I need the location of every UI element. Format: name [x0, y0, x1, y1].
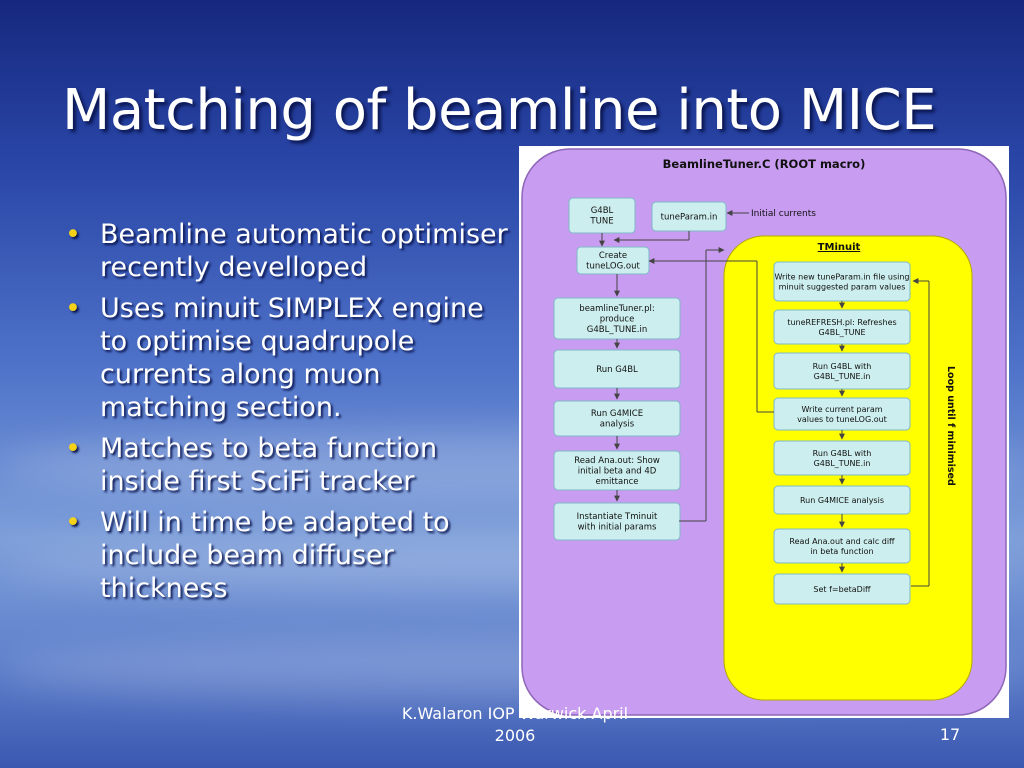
- footer-author: K.Walaron IOP Warwick April 2006: [370, 703, 660, 747]
- footer-author-line2: 2006: [494, 726, 536, 745]
- slide-title: Matching of beamline into MICE: [62, 78, 937, 143]
- bullet-text: Will in time be adapted to include beam …: [100, 507, 450, 604]
- flow-box-text: emittance: [595, 477, 638, 487]
- bullet-text: Beamline automatic optimiser recently de…: [100, 219, 508, 283]
- flow-box-text: Run G4BL with: [813, 362, 872, 371]
- bullet-list: • Beamline automatic optimiser recently d…: [62, 218, 512, 613]
- flow-box-text: tuneParam.in: [661, 212, 718, 222]
- flow-box-text: Create: [599, 251, 627, 261]
- bullet-dot-icon: •: [65, 219, 81, 250]
- bullet-item: • Uses minuit SIMPLEX engine to optimise …: [62, 292, 512, 424]
- flowchart-svg: BeamlineTuner.C (ROOT macro) TMinuit Loo…: [521, 148, 1007, 716]
- diagram-title: BeamlineTuner.C (ROOT macro): [663, 157, 866, 171]
- bullet-item: • Matches to beta function inside first S…: [62, 432, 512, 498]
- flow-box-text: Write new tuneParam.in file using: [774, 272, 909, 281]
- flow-box-rect: [773, 573, 911, 605]
- bullet-dot-icon: •: [65, 507, 81, 538]
- flow-box-text: Run G4MICE analysis: [800, 496, 884, 505]
- bullet-dot-icon: •: [65, 433, 81, 464]
- tminuit-label: TMinuit: [818, 242, 861, 253]
- flow-box-text: G4BL_TUNE.in: [587, 325, 647, 335]
- flow-box-text: initial beta and 4D: [578, 466, 657, 476]
- flow-box-text: Run G4BL: [596, 365, 638, 375]
- flow-box-text: Set f=betaDiff: [813, 585, 871, 594]
- bullet-text: Matches to beta function inside first Sc…: [100, 433, 438, 497]
- flow-box-text: Run G4BL with: [813, 449, 872, 458]
- flow-box-text: Instantiate Tminuit: [577, 512, 658, 522]
- flow-box-text: produce: [600, 314, 635, 324]
- flow-box-text: minuit suggested param values: [779, 282, 906, 291]
- footer-author-line1: K.Walaron IOP Warwick April: [401, 704, 629, 723]
- bullet-item: • Will in time be adapted to include beam…: [62, 506, 512, 605]
- flow-box-text: with initial params: [578, 523, 657, 533]
- bullet-dot-icon: •: [65, 293, 81, 324]
- tminuit-flow-group: Write new tuneParam.in file usingminuit …: [773, 261, 911, 605]
- flow-box-text: beamlineTuner.pl:: [579, 304, 654, 314]
- bullet-item: • Beamline automatic optimiser recently d…: [62, 218, 512, 284]
- flow-box-tuneparam-in: tuneParam.in: [651, 201, 727, 232]
- flow-box-text: in beta function: [810, 547, 873, 556]
- flow-box-text: G4BL_TUNE.in: [814, 372, 871, 381]
- flow-box-text: Read Ana.out: Show: [574, 456, 660, 466]
- bullet-text: Uses minuit SIMPLEX engine to optimise q…: [100, 293, 484, 423]
- flowchart-figure: BeamlineTuner.C (ROOT macro) TMinuit Loo…: [519, 146, 1009, 718]
- flow-box-set-f: Set f=betaDiff: [773, 573, 911, 605]
- flow-box-text: Run G4MICE: [591, 409, 643, 419]
- loop-label: Loop until f minimised: [945, 366, 956, 486]
- flow-box-text: tuneLOG.out: [586, 262, 640, 272]
- page-number: 17: [939, 725, 961, 744]
- flow-box-text: analysis: [600, 420, 635, 430]
- flow-box-text: values to tuneLOG.out: [797, 415, 887, 424]
- flow-box-text: Read Ana.out and calc diff: [789, 537, 895, 546]
- flow-box-text: G4BL: [591, 206, 614, 216]
- flow-box-text: TUNE: [589, 217, 613, 227]
- flow-box-text: G4BL_TUNE: [818, 328, 865, 337]
- initial-currents-label: Initial currents: [751, 209, 816, 219]
- flow-box-text: tuneREFRESH.pl: Refreshes: [787, 318, 896, 327]
- flow-box-text: G4BL_TUNE.in: [814, 459, 871, 468]
- flow-box-text: Write current param: [801, 405, 882, 414]
- flow-box-write-tuneparam: Write new tuneParam.in file usingminuit …: [773, 261, 911, 302]
- flow-box-run-g4bl: Run G4BL: [553, 349, 681, 389]
- flow-box-run-g4mice-analysis-2: Run G4MICE analysis: [773, 485, 911, 515]
